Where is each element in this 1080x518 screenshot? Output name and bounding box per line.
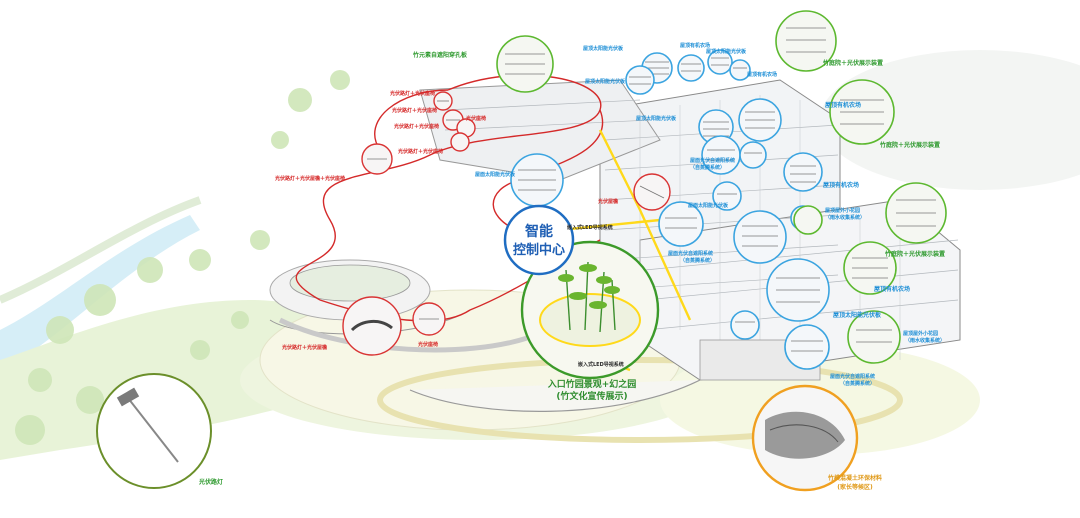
callout-red-7 <box>412 302 446 336</box>
label-green-top-left: 竹元素自遮阳穿孔板 <box>412 51 468 59</box>
label-entrance-small2: 嵌入式LED导视系统 <box>578 361 624 368</box>
label-blue-top-a: 屋顶太阳能光伏板 <box>583 45 624 52</box>
callout-blue-10 <box>783 152 823 192</box>
callout-blue-2 <box>677 54 705 82</box>
label-blue-mid-a: 屋顶太阳能光伏板 <box>585 78 626 85</box>
callout-green-bamboo <box>520 240 660 380</box>
callout-red-8 <box>633 173 671 211</box>
callout-blue-7 <box>738 98 782 142</box>
label-green-right-a: 竹庭院＋光伏展示装置 <box>879 141 940 149</box>
green-callouts <box>96 10 947 489</box>
callout-blue-11 <box>510 153 564 207</box>
labels: 竹元素自遮阳穿孔板 屋顶太阳能光伏板 屋顶有机农场 屋顶太阳能光伏板 屋顶有机农… <box>198 42 945 491</box>
label-red-h: 光伏路灯＋光伏屋檐 <box>281 344 327 351</box>
label-blue-mid-f2: （雨水收集系统） <box>825 214 865 221</box>
callout-red-6 <box>342 296 402 356</box>
blue-callouts <box>510 49 830 370</box>
label-red-i: 光伏座椅 <box>417 341 438 348</box>
control-center: 智能 控制中心 <box>503 204 575 276</box>
label-blue-mid-c: 屋面光伏自遮阳系统 <box>690 157 735 164</box>
label-blue-top-c: 屋顶太阳能光伏板 <box>706 48 747 55</box>
label-blue-mid-h2: （自蒸腾系统） <box>680 257 715 264</box>
label-red-b: 光伏路灯＋光伏座椅 <box>391 107 437 114</box>
callout-red-4 <box>450 132 470 152</box>
label-red-f: 光伏路灯＋光伏屋檐＋光伏座椅 <box>274 175 345 182</box>
callout-green-7 <box>847 310 901 364</box>
callout-blue-4 <box>729 59 751 81</box>
callout-green-5 <box>843 241 897 295</box>
callout-green-2 <box>775 10 837 72</box>
label-bamboo-2: (竹文化宣传展示) <box>556 390 627 402</box>
callout-blue-3 <box>707 49 733 75</box>
callout-green-4 <box>885 182 947 244</box>
label-red-roof: 屋面太阳能光伏板 <box>475 171 516 178</box>
label-blue-top-d: 屋顶有机农场 <box>747 71 777 78</box>
callout-red-5 <box>361 143 393 175</box>
label-blue-mid-k2: （雨水收集系统） <box>905 337 945 344</box>
orange-callout <box>751 384 859 492</box>
callout-blue-15 <box>766 258 830 322</box>
label-green-right-b: 竹庭院＋光伏展示装置 <box>884 250 945 258</box>
label-bamboo-1: 入口竹园景观+幻之园 <box>547 378 637 390</box>
callout-blue-18 <box>712 181 742 211</box>
label-blue-mid-i: 屋顶有机农场 <box>874 285 910 293</box>
label-green-top-right: 竹庭院＋光伏展示装置 <box>822 59 883 67</box>
label-red-c: 光伏座椅 <box>465 115 486 122</box>
callout-blue-12 <box>658 201 704 247</box>
label-blue-mid-h: 屋面光伏自遮阳系统 <box>668 250 713 257</box>
callout-blue-5 <box>625 65 655 95</box>
label-street-light: 光伏路灯 <box>198 478 223 486</box>
label-orange-2: (家长等候区) <box>837 483 873 491</box>
label-blue-mid-c2: （自蒸腾系统） <box>690 164 725 171</box>
callout-blue-17 <box>730 310 760 340</box>
label-blue-mid-k: 屋顶屋外小花园 <box>903 330 938 337</box>
label-red-e: 光伏路灯＋光伏座椅 <box>397 148 443 155</box>
label-blue-mid-d: 屋顶太阳能光伏板 <box>636 115 677 122</box>
label-red-g: 光伏屋檐 <box>597 198 618 205</box>
callout-green-6 <box>793 205 823 235</box>
label-blue-mid-e: 屋顶有机农场 <box>823 181 859 189</box>
callout-blue-9 <box>739 141 767 169</box>
label-blue-mid-l2: （自蒸腾系统） <box>840 380 875 387</box>
label-blue-top-b: 屋顶有机农场 <box>680 42 710 49</box>
label-blue-mid-l: 屋面光伏自遮阳系统 <box>830 373 875 380</box>
callout-green-1 <box>496 35 554 93</box>
label-entrance-small: 嵌入式LED导视系统 <box>567 224 613 231</box>
callout-red-1 <box>433 91 453 111</box>
label-red-a: 光伏路灯＋光伏座椅 <box>389 90 435 97</box>
callout-blue-16 <box>784 324 830 370</box>
callout-blue-14 <box>733 210 787 264</box>
label-orange-1: 竹模混凝土环保材料 <box>827 474 882 482</box>
label-blue-mid-f: 屋顶屋外小花园 <box>825 207 860 214</box>
control-center-line2: 控制中心 <box>513 242 565 258</box>
callout-green-streetlight <box>96 373 212 489</box>
label-red-d: 光伏路灯＋光伏座椅 <box>393 123 439 130</box>
label-blue-mid-g: 屋面太阳能光伏板 <box>688 202 729 209</box>
red-callouts <box>342 91 671 356</box>
callout-green-3 <box>829 79 895 145</box>
label-blue-mid-j: 屋顶太阳能光伏板 <box>833 311 882 319</box>
label-blue-mid-b: 屋顶有机农场 <box>825 101 861 109</box>
control-center-line1: 智能 <box>524 223 553 240</box>
